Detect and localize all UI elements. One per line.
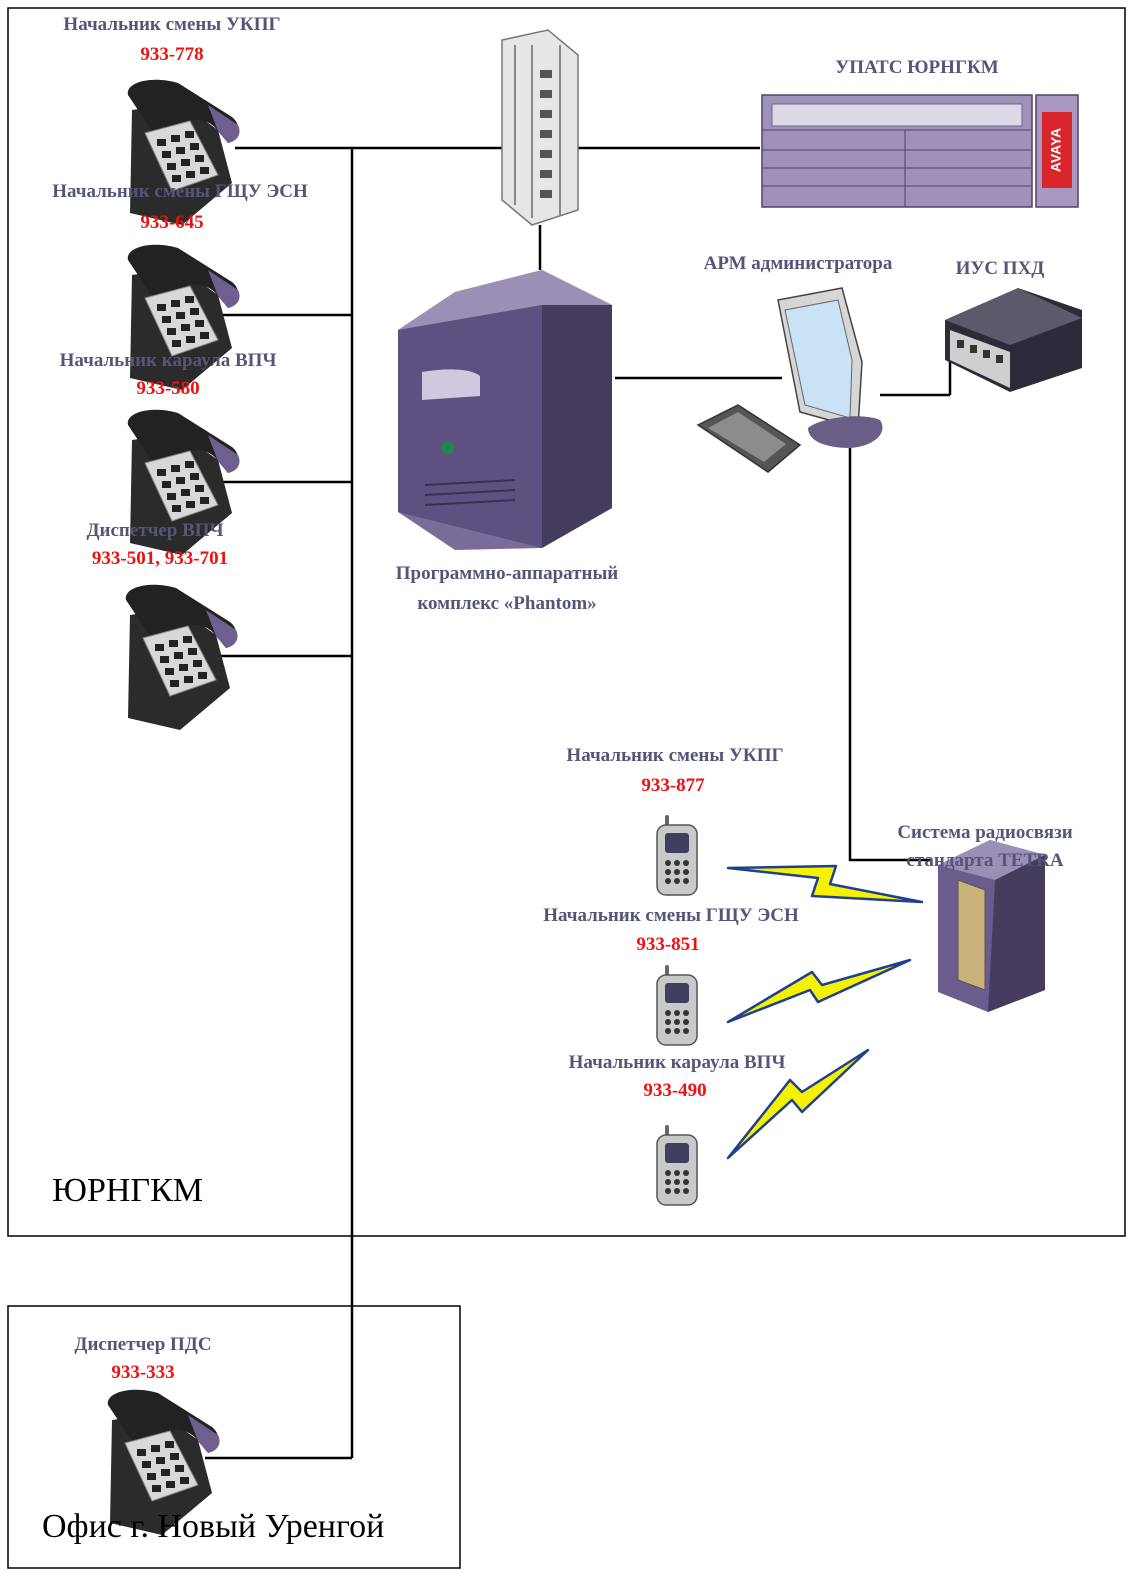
tetra-label-line2: стандарта TETRA [906,850,1064,871]
tetra-label-line1: Система радиосвязи [897,822,1073,843]
radio-links [726,864,924,1160]
radio-handset-icon [656,964,698,1046]
radio-handset-icon [656,814,698,896]
desk-phone-number-1: 933-778 [140,44,204,65]
office-phone-number: 933-333 [111,1362,175,1383]
desk-phone-icon [125,584,239,731]
desk-phone-icon [127,79,241,226]
ius-label: ИУС ПХД [955,258,1045,279]
pbx-label: УПАТС ЮРНГКМ [835,57,999,78]
server-icon [398,270,612,550]
office-phone-role: Диспетчер ПДС [74,1334,212,1355]
tetra-system-icon [938,840,1045,1012]
radio-handset-number-3: 933-490 [643,1080,707,1101]
office-zone-frame [7,1305,461,1569]
field-zone-label: ЮРНГКМ [52,1172,203,1209]
radio-handset-role-2: Начальник смены ГЩУ ЭСН [543,905,799,926]
radio-handset-role-3: Начальник караула ВПЧ [568,1052,786,1073]
server-label-line1: Программно-аппаратный [395,563,619,584]
radio-handset-number-2: 933-851 [636,934,700,955]
pbx-icon [761,94,1079,208]
radio-handset-role-1: Начальник смены УКПГ [566,745,784,766]
pbx-brand-logo: AVAYA [1048,128,1064,172]
desk-phone-role-3: Начальник караула ВПЧ [59,350,277,371]
desk-phone-role-1: Начальник смены УКПГ [63,14,281,35]
desk-phone-number-4: 933-501, 933-701 [91,548,229,569]
ius-switch-icon [945,288,1082,392]
patch-panel-icon [501,29,579,226]
server-label-line2: комплекс «Phantom» [417,593,597,614]
radio-handset-icon [656,1124,698,1206]
desk-phone-role-2: Начальник смены ГЩУ ЭСН [52,181,308,202]
workstation-icon [696,287,883,473]
desk-phone-number-3: 933-580 [136,378,200,399]
desk-phone-number-2: 933-645 [140,212,204,233]
workstation-label: АРМ администратора [703,253,893,274]
desk-phone-role-4: Диспетчер ВПЧ [86,520,224,541]
field-zone-frame [7,7,1126,1237]
radio-handset-number-1: 933-877 [641,775,705,796]
office-zone-label: Офис г. Новый Уренгой [42,1508,385,1545]
